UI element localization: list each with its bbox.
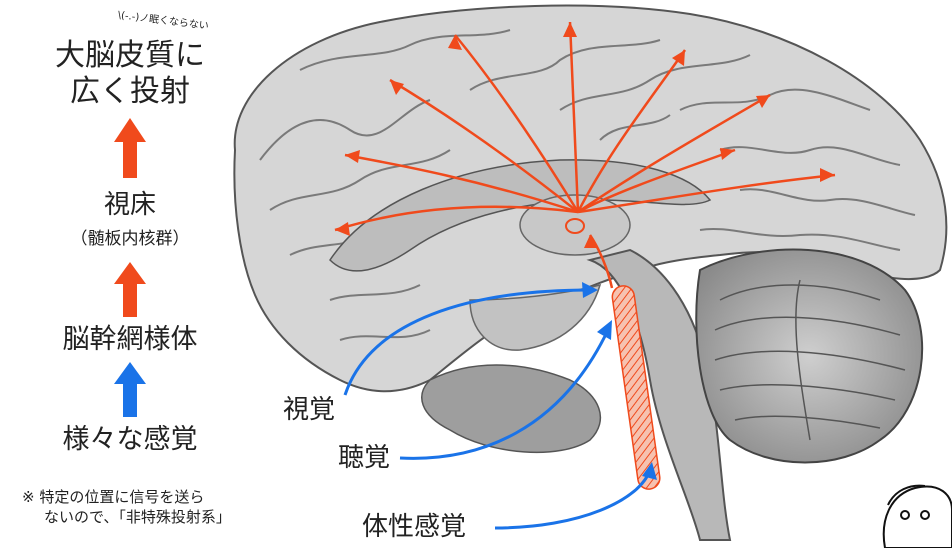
up-arrow-orange-1: [110, 118, 150, 178]
cortex-projection-line2: 広く投射: [30, 74, 230, 110]
thalamus-label: 視床: [30, 190, 230, 220]
note-line-1: ※ 特定の位置に信号を送ら: [22, 487, 262, 507]
note-line-2: ないので、「非特殊投射系」: [44, 507, 284, 527]
auditory-label: 聴覚: [338, 443, 390, 473]
thalamus-region: [520, 195, 630, 255]
visual-label: 視覚: [283, 395, 335, 425]
somatic-sense-label: 体性感覚: [362, 512, 466, 542]
up-arrow-orange-2: [110, 262, 150, 317]
reticular-formation-label: 脳幹網様体: [20, 325, 240, 355]
somatic-input-arrow: [495, 470, 650, 528]
up-arrow-blue: [110, 362, 150, 417]
cortex-projection-line1: 大脳皮質に: [30, 38, 230, 74]
temporal-lobe: [422, 365, 601, 452]
cartoon-face-icon: [884, 486, 952, 548]
various-senses-label: 様々な感覚: [20, 425, 240, 455]
thalamus-sub-label: （髄板内核群）: [30, 228, 230, 250]
